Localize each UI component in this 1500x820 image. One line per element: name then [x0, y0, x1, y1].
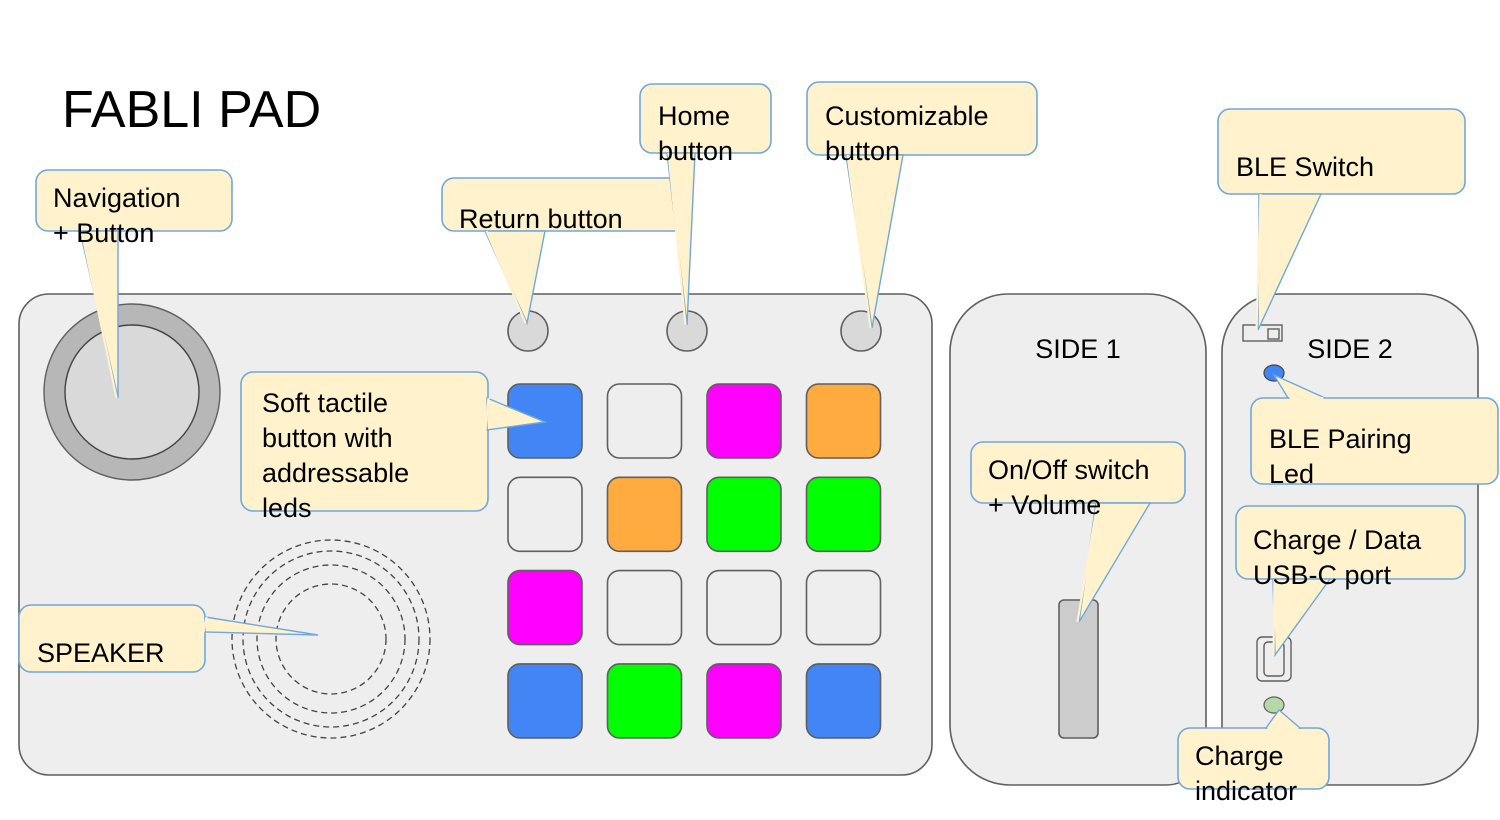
pad-button-r3-c3[interactable] [706, 569, 782, 646]
callout-customizable: Customizable button [806, 81, 1038, 329]
callout-navigation: Navigation + Button [35, 169, 233, 399]
callout-return: Return button [441, 177, 691, 326]
pad-button-r1-c4[interactable] [805, 383, 882, 459]
callout-soft-tactile: Soft tactile button with addressable leds [240, 371, 548, 523]
ble-switch[interactable] [1242, 324, 1283, 342]
callout-layer: Navigation + Button Return button Home butto… [18, 81, 1499, 806]
callout-seam [667, 152, 687, 326]
callout-box [1177, 727, 1330, 790]
callout-text-line: Customizable [825, 101, 989, 131]
pad-button-r4-c1[interactable] [507, 663, 583, 739]
callout-text-line: Navigation [53, 183, 181, 213]
callout-onoff: On/Off switch + Volume [970, 441, 1186, 623]
speaker-ring-2 [256, 564, 406, 714]
pad-button-r3-c2[interactable] [606, 569, 683, 646]
speaker-ring-3 [242, 550, 420, 728]
customizable-button[interactable] [840, 310, 882, 352]
callout-text-line: Led [1269, 459, 1314, 489]
callout-seam [202, 616, 208, 633]
callout-box [806, 81, 1038, 156]
callout-box [1217, 108, 1466, 195]
side-1-outline [949, 293, 1207, 786]
speaker-ring-1 [275, 583, 387, 695]
pad-button-r4-c3[interactable] [706, 663, 782, 739]
pad-button-r4-c2[interactable] [606, 663, 683, 739]
callout-text-line: Home [658, 101, 730, 131]
callout-ble-switch: BLE Switch [1217, 108, 1466, 331]
ble-switch-housing [1242, 324, 1283, 342]
callout-text-line: BLE Pairing [1269, 424, 1412, 454]
onoff-volume-switch[interactable] [1058, 599, 1099, 739]
callout-text-line: USB-C port [1253, 560, 1392, 590]
callout-seam [485, 230, 527, 324]
callout-home: Home button [639, 83, 772, 326]
callout-speaker: SPEAKER [18, 604, 319, 673]
navigation-knob[interactable] [43, 303, 221, 481]
callout-text-line: Soft tactile [262, 388, 388, 418]
callout-text-line: On/Off switch [988, 455, 1150, 485]
led-pad-grid [507, 383, 882, 739]
callout-seam [80, 230, 118, 399]
pad-button-r3-c4[interactable] [805, 569, 882, 646]
callout-text-line: Charge [1195, 741, 1284, 771]
pad-button-r2-c3[interactable] [706, 476, 782, 553]
pad-button-r2-c1[interactable] [507, 476, 583, 553]
pad-button-r3-c1[interactable] [507, 569, 583, 646]
callout-seam [846, 154, 872, 329]
callout-text-line: Return button [459, 204, 623, 234]
callout-text-line: SPEAKER [37, 638, 165, 668]
callout-text-line: button with [262, 423, 393, 453]
callout-charge-indicator: Charge indicator [1177, 708, 1330, 806]
pad-button-r4-c4[interactable] [805, 663, 882, 739]
callout-box [18, 604, 206, 673]
callout-box [970, 441, 1186, 504]
callout-text-line: indicator [1195, 776, 1297, 806]
callout-text-line: button [658, 136, 733, 166]
speaker-grille [231, 539, 431, 739]
ble-switch-knob[interactable] [1267, 328, 1280, 340]
callout-box [1250, 397, 1499, 485]
callout-text-line: + Volume [988, 490, 1101, 520]
callout-seam [1255, 193, 1262, 331]
callout-text-line: Charge / Data [1253, 525, 1422, 555]
pad-button-r2-c2[interactable] [606, 476, 683, 553]
callout-text-line: addressable [262, 458, 409, 488]
callout-text-line: leds [262, 493, 312, 523]
charge-indicator-led [1263, 696, 1285, 714]
pad-button-r1-c2[interactable] [606, 383, 683, 459]
callout-text-line: button [825, 136, 900, 166]
side-2-label: SIDE 2 [1307, 334, 1393, 364]
callout-seam [1076, 502, 1099, 623]
pad-button-r2-c4[interactable] [805, 476, 882, 553]
callout-seam [1272, 578, 1276, 656]
main-pad-body [18, 293, 933, 776]
callout-text-line: BLE Switch [1236, 152, 1374, 182]
speaker-ring-4 [231, 539, 431, 739]
side-1-label: SIDE 1 [1035, 334, 1121, 364]
callout-seam [484, 397, 490, 431]
pad-button-r1-c3[interactable] [706, 383, 782, 459]
side-1-panel: SIDE 1 [949, 293, 1207, 786]
page-title: FABLI PAD [62, 81, 321, 139]
callout-box [1235, 505, 1466, 580]
callout-box [240, 371, 489, 512]
callout-text-line: + Button [53, 218, 154, 248]
callout-box [639, 83, 772, 154]
knob-center-button[interactable] [64, 324, 200, 460]
callout-box [35, 169, 233, 232]
